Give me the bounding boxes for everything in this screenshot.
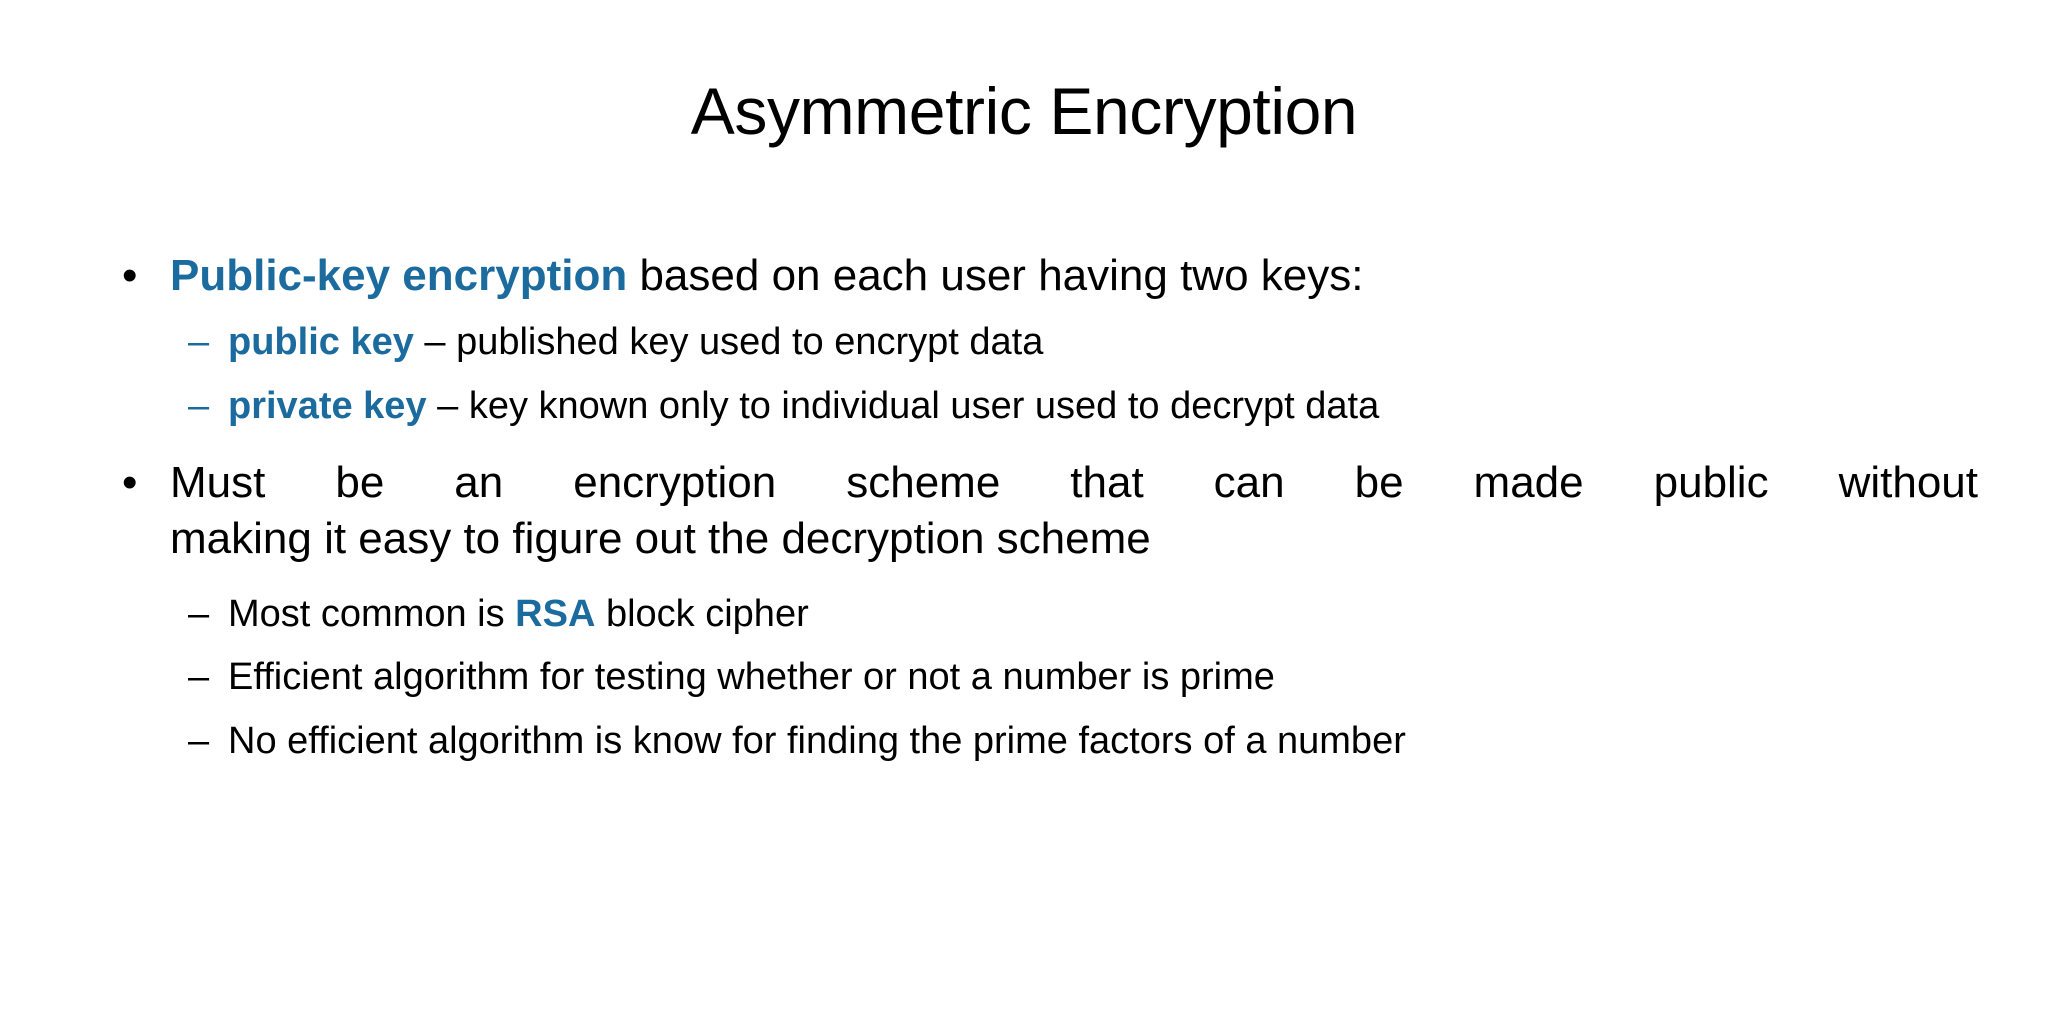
bullet-accent-text: Public-key encryption bbox=[170, 251, 628, 300]
spacer bbox=[108, 308, 1978, 318]
sub-bullet-lead-text: Most common is bbox=[228, 592, 516, 635]
bullet-dot-icon: • bbox=[122, 251, 138, 300]
dash-bullet-icon: – bbox=[188, 656, 210, 699]
page-title: Asymmetric Encryption bbox=[690, 74, 1358, 148]
bullet-dot-icon: • bbox=[122, 458, 138, 508]
bullet-body-line-2: making it easy to figure out the decrypt… bbox=[170, 514, 1151, 564]
sub-bullet-accent-text: private key bbox=[228, 384, 427, 427]
sub-bullet-lead-text: No efficient algorithm is know for findi… bbox=[228, 719, 1406, 762]
sub-bullet-accent-text: RSA bbox=[515, 592, 596, 635]
sub-bullet-body-text: block cipher bbox=[595, 592, 809, 635]
slide-body: • Public-key encryption based on each us… bbox=[108, 248, 1978, 780]
sub-bullet-private-key: – private key – key known only to indivi… bbox=[108, 382, 1978, 431]
spacer bbox=[108, 445, 1978, 455]
dash-bullet-icon: – bbox=[188, 719, 210, 762]
sub-bullet-factoring: – No efficient algorithm is know for fin… bbox=[108, 717, 1978, 766]
bullet-item-encryption-scheme: • Must be an encryption scheme that can … bbox=[108, 455, 1978, 568]
bullet-body-line-1: Must be an encryption scheme that can be… bbox=[170, 458, 1978, 508]
sub-bullet-public-key: – public key – published key used to enc… bbox=[108, 318, 1978, 367]
bullet-item-public-key-encryption: • Public-key encryption based on each us… bbox=[108, 248, 1978, 304]
dash-bullet-icon: – bbox=[188, 384, 210, 427]
sub-bullet-lead-text: Efficient algorithm for testing whether … bbox=[228, 656, 1275, 699]
spacer bbox=[108, 572, 1978, 590]
bullet-body-text: based on each user having two keys: bbox=[627, 251, 1364, 300]
sub-bullet-primality-test: – Efficient algorithm for testing whethe… bbox=[108, 653, 1978, 702]
sub-bullet-body-text: – published key used to encrypt data bbox=[413, 321, 1044, 364]
dash-bullet-icon: – bbox=[188, 592, 210, 635]
sub-bullet-rsa: – Most common is RSA block cipher bbox=[108, 590, 1978, 639]
dash-bullet-icon: – bbox=[188, 321, 210, 364]
sub-bullet-accent-text: public key bbox=[228, 321, 414, 364]
sub-bullet-body-text: – key known only to individual user used… bbox=[426, 384, 1380, 427]
